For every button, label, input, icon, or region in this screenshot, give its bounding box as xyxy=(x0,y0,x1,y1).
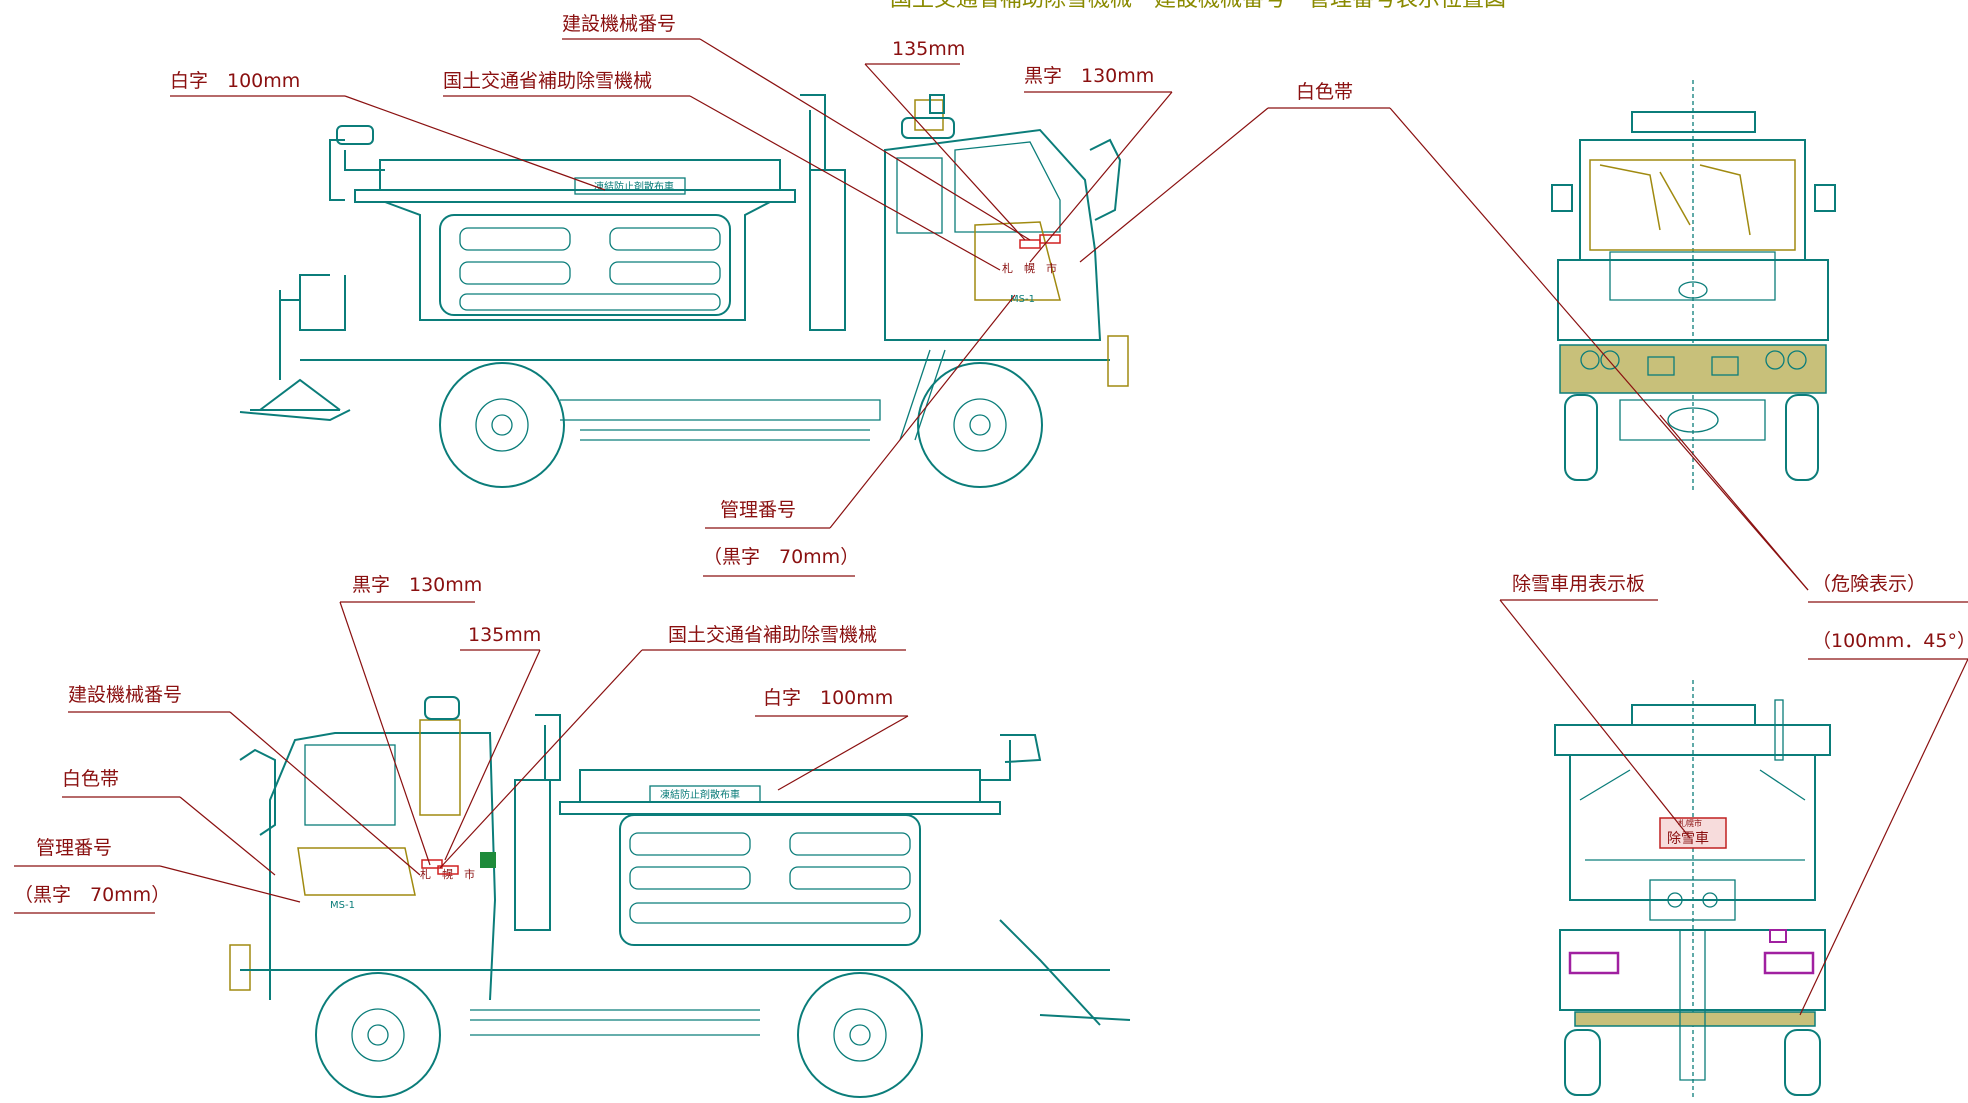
label-mgmt-no-b: 管理番号 xyxy=(36,837,112,859)
code-text: MS-1 xyxy=(1010,294,1035,305)
label-hazard-spec: （100mm．45°） xyxy=(1812,630,1968,652)
truck-side-view-top: 凍結防止剤散布車 札 幌 市 MS-1 xyxy=(239,94,1129,488)
label-black-70: （黒字 70mm） xyxy=(703,546,859,568)
board-text: 除雪車 xyxy=(1667,830,1709,847)
label-white-letters-b: 白字 100mm xyxy=(763,687,893,709)
label-construction-no: 建設機械番号 xyxy=(562,13,676,35)
truck-front-view xyxy=(1551,80,1836,490)
label-mlit-subsidy: 国土交通省補助除雪機械 xyxy=(443,70,652,92)
label-mlit-subsidy-b: 国土交通省補助除雪機械 xyxy=(668,624,877,646)
label-black-130-b: 黒字 130mm xyxy=(352,574,482,596)
truck-side-view-bottom: 札 幌 市 MS-1 凍結防止剤散布車 xyxy=(229,696,1131,1098)
label-white-band-b: 白色帯 xyxy=(62,768,119,790)
label-black-70-b: （黒字 70mm） xyxy=(14,884,170,906)
panel-text-b: 凍結防止剤散布車 xyxy=(660,788,740,801)
label-135mm: 135mm xyxy=(892,38,965,60)
label-white-band: 白色帯 xyxy=(1296,81,1353,103)
labels-top: 白字 100mm 国土交通省補助除雪機械 建設機械番号 135mm 黒字 130… xyxy=(170,13,1390,577)
label-black-130: 黒字 130mm xyxy=(1024,65,1154,87)
page-header: 国土交通省補助除雪機械 建設機械番号・管理番号表示位置図 xyxy=(890,0,1506,12)
board-caption: 札幌市 xyxy=(1678,818,1702,828)
label-mgmt-no: 管理番号 xyxy=(720,499,796,521)
panel-text: 凍結防止剤散布車 xyxy=(594,180,674,193)
label-hazard: （危険表示） xyxy=(1812,573,1926,595)
label-white-letters: 白字 100mm xyxy=(170,70,300,92)
labels-rear: 除雪車用表示板 （危険表示） （100mm．45°） xyxy=(1389,107,1968,1016)
label-135mm-b: 135mm xyxy=(468,624,541,646)
label-construction-no-b: 建設機械番号 xyxy=(68,684,182,706)
labels-bottom: 黒字 130mm 135mm 国土交通省補助除雪機械 建設機械番号 白色帯 白字… xyxy=(14,574,909,914)
city-text: 札 幌 市 xyxy=(1002,261,1057,275)
label-sign-board: 除雪車用表示板 xyxy=(1512,573,1645,595)
code-text-b: MS-1 xyxy=(330,900,355,911)
truck-rear-view: 札幌市 除雪車 xyxy=(1554,680,1831,1100)
